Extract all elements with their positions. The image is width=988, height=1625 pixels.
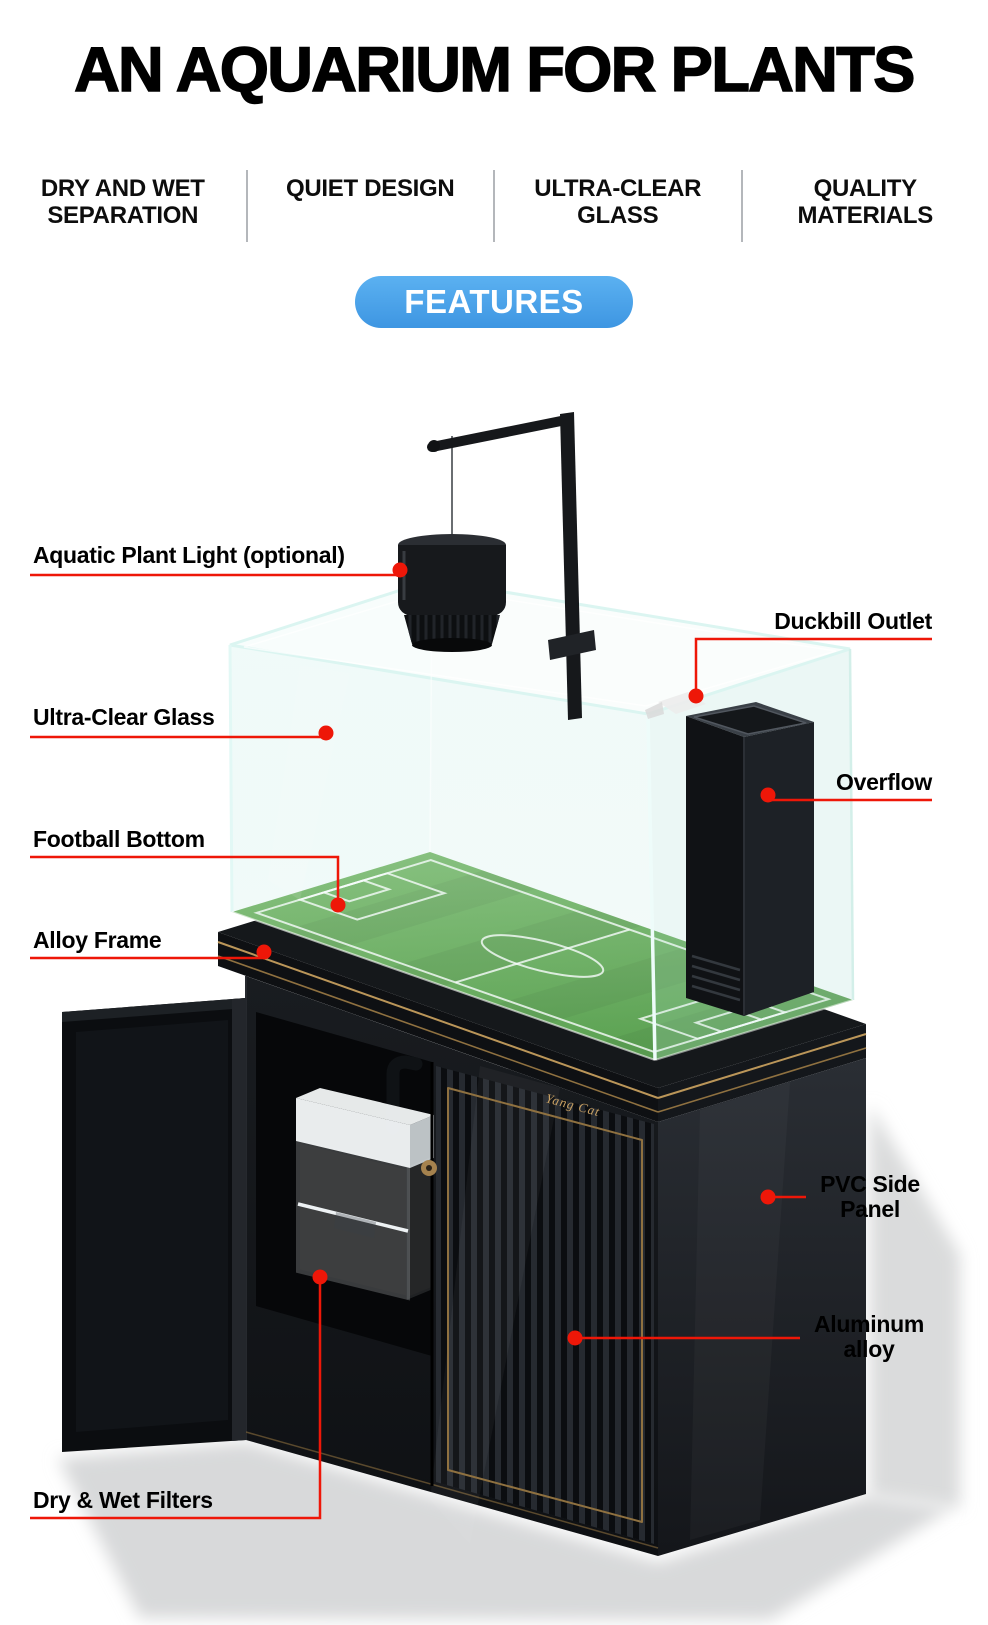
- feature-divider: [740, 170, 743, 242]
- callout-label-alloy-frame: Alloy Frame: [33, 927, 162, 953]
- glass-front-face: [230, 645, 655, 1060]
- callout-label-aquatic-plant-light: Aquatic Plant Light (optional): [33, 542, 345, 568]
- page-title: AN AQUARIUM FOR PLANTS: [73, 34, 916, 106]
- callout-dot-football-bottom: [330, 897, 346, 913]
- callout-dots: [256, 562, 776, 1346]
- callout-label-dry-wet-filters: Dry & Wet Filters: [33, 1487, 213, 1513]
- callout-dot-dry-wet-filters: [312, 1269, 328, 1285]
- callout-dot-duckbill-outlet: [688, 688, 704, 704]
- floor-shadow: [58, 1105, 960, 1620]
- pvc-side-panel: [658, 1058, 866, 1556]
- feature-bar: DRY AND WET SEPARATION QUIET DESIGN ULTR…: [0, 170, 988, 242]
- feature-item-dry-wet-separation: DRY AND WET SEPARATION: [40, 175, 205, 229]
- feature-divider: [493, 170, 495, 242]
- callout-lines: [30, 573, 932, 1520]
- callout-dot-alloy-frame: [256, 944, 272, 960]
- cabinet-left-door-open: [62, 998, 246, 1452]
- callout-dot-overflow: [760, 787, 776, 803]
- plant-light: [398, 412, 596, 720]
- callout-label-football-bottom: Football Bottom: [33, 826, 205, 852]
- callout-dot-ultra-clear-glass: [318, 725, 334, 741]
- callout-line-duckbill-outlet: [694, 637, 932, 692]
- callout-label-pvc-side-panel: PVC Side Panel: [820, 1171, 920, 1223]
- callout-label-overflow: Overflow: [835, 769, 932, 795]
- light-body: [398, 545, 506, 617]
- door-gold-trim: [447, 1087, 643, 1523]
- callout-dot-aquatic-plant-light: [392, 562, 408, 578]
- filter-box: [296, 1055, 434, 1301]
- callout-label-duckbill-outlet: Duckbill Outlet: [774, 608, 932, 634]
- callout-label-aluminum-alloy: Aluminum alloy: [813, 1311, 925, 1363]
- callout-label-ultra-clear-glass: Ultra-Clear Glass: [33, 704, 215, 730]
- feature-item-quality-materials: QUALITY MATERIALS: [797, 175, 933, 229]
- glass-tank: [230, 578, 853, 1060]
- feature-item-quiet-design: QUIET DESIGN: [286, 175, 455, 202]
- callout-dot-aluminum-alloy: [567, 1330, 583, 1346]
- cabinet-right-door: Yang Cat: [421, 1062, 654, 1544]
- overflow-tower: [645, 692, 814, 1016]
- pole-clamp: [548, 630, 596, 660]
- light-arm: [427, 415, 571, 452]
- features-pill: FEATURES: [355, 276, 633, 328]
- cabinet: Yang Cat: [62, 976, 866, 1556]
- callout-dot-pvc-side-panel: [760, 1189, 776, 1205]
- callout-line-football-bottom: [30, 855, 340, 902]
- filter-pipe: [386, 1055, 423, 1135]
- callout-line-dry-wet-filters: [30, 1280, 322, 1520]
- feature-divider: [245, 170, 248, 242]
- feature-item-ultra-clear-glass: ULTRA-CLEAR GLASS: [534, 175, 702, 229]
- features-pill-label: FEATURES: [404, 283, 584, 320]
